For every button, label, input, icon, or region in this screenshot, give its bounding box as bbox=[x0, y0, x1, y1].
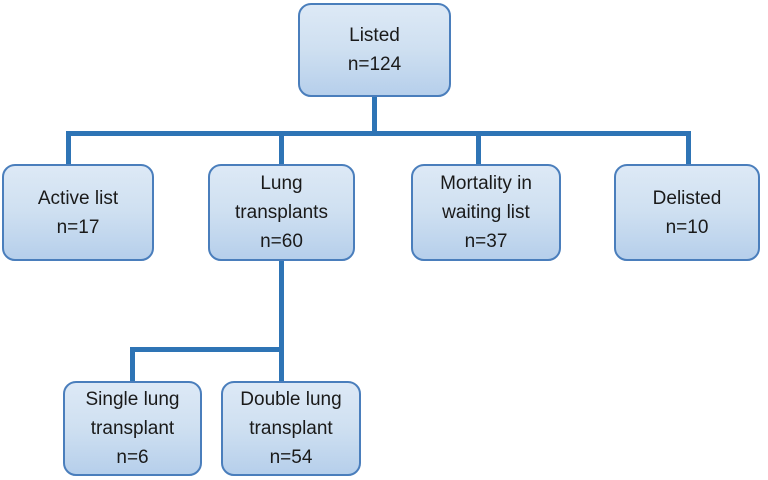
node-delisted-label: Delisted bbox=[652, 187, 722, 209]
connector-drop-single bbox=[130, 347, 135, 381]
connector-drop-delisted bbox=[686, 131, 691, 164]
connector-lung-down bbox=[279, 261, 284, 381]
node-active-list-label: Active list bbox=[37, 187, 119, 209]
connector-drop-mortality bbox=[476, 131, 481, 164]
node-active-list-count: n=17 bbox=[56, 216, 100, 238]
node-listed: Listed n=124 bbox=[298, 3, 451, 97]
node-mortality-count: n=37 bbox=[464, 231, 508, 252]
node-lung-transplants-count: n=60 bbox=[260, 231, 303, 252]
node-double-lung-count: n=54 bbox=[269, 447, 313, 468]
node-single-lung-transplant: Single lung transplant n=6 bbox=[63, 381, 202, 476]
connector-horizontal-sub bbox=[130, 347, 284, 352]
node-mortality-waiting-list: Mortality in waiting list n=37 bbox=[411, 164, 561, 261]
node-double-lung-label: Double lung transplant bbox=[240, 389, 342, 439]
node-delisted-count: n=10 bbox=[665, 216, 709, 238]
connector-horizontal-main bbox=[66, 131, 691, 136]
node-active-list: Active list n=17 bbox=[2, 164, 154, 261]
connector-drop-active bbox=[66, 131, 71, 164]
connector-drop-lung bbox=[279, 131, 284, 164]
node-single-lung-count: n=6 bbox=[116, 447, 149, 468]
node-single-lung-label: Single lung transplant bbox=[85, 389, 180, 439]
node-lung-transplants: Lung transplants n=60 bbox=[208, 164, 355, 261]
node-listed-count: n=124 bbox=[347, 54, 402, 75]
node-double-lung-transplant: Double lung transplant n=54 bbox=[221, 381, 361, 476]
connector-listed-riser bbox=[372, 97, 377, 134]
node-listed-label: Listed bbox=[349, 25, 400, 46]
node-lung-transplants-label: Lung transplants bbox=[235, 173, 328, 223]
node-delisted: Delisted n=10 bbox=[614, 164, 760, 261]
node-mortality-label: Mortality in waiting list bbox=[440, 173, 532, 223]
